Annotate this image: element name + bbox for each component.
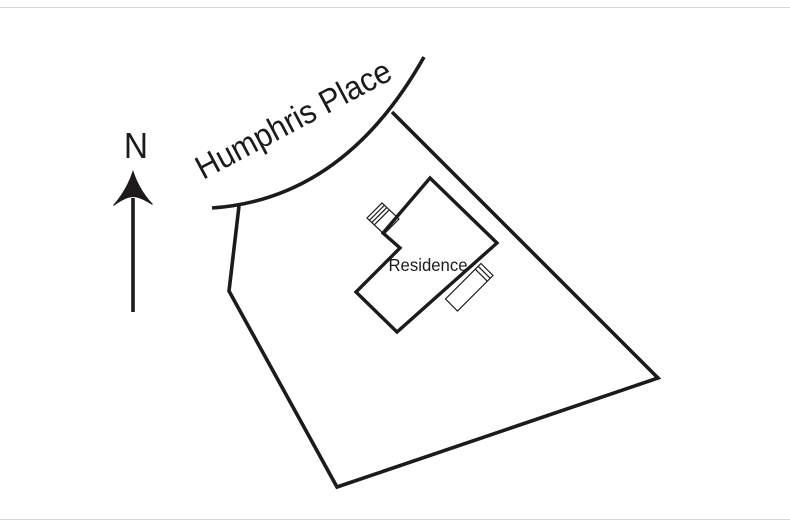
rear-porch <box>444 262 494 312</box>
road: Humphris Place <box>189 52 426 210</box>
north-arrow-icon <box>113 169 153 312</box>
entry-steps-hatch-icon <box>368 204 390 226</box>
road-label: Humphris Place <box>189 52 398 187</box>
north-indicator: N <box>113 127 153 312</box>
property-boundary <box>227 110 662 490</box>
rear-steps-hatch-icon <box>474 265 491 282</box>
entry-steps <box>366 202 400 235</box>
road-curve <box>211 56 426 210</box>
residence: Residence <box>353 175 500 335</box>
north-label: N <box>124 127 148 166</box>
rear-porch-outline <box>444 262 494 312</box>
entry-porch-outline <box>366 202 400 235</box>
residence-label: Residence <box>388 254 467 275</box>
